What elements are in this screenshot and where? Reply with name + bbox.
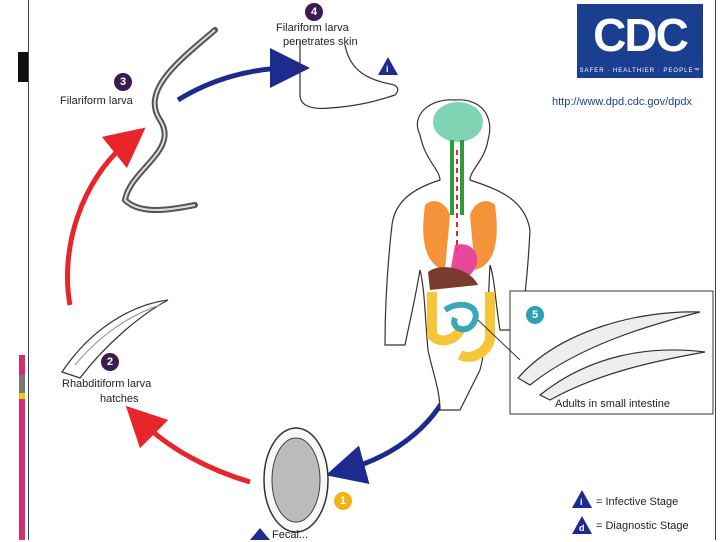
inset-pointer-line (477, 319, 521, 361)
stage-3-badge: 3 (114, 73, 132, 91)
legend-diagnostic-label: = Diagnostic Stage (596, 520, 689, 532)
brain-icon (433, 102, 483, 142)
legend-diagnostic-letter: d (579, 523, 585, 533)
foot-icon (299, 40, 399, 110)
large-intestine-icon (427, 292, 495, 362)
stage-1-label: Fecal... (272, 529, 309, 541)
left-marker-yellow (19, 393, 25, 399)
left-border-line (28, 0, 29, 540)
lungs-icon (423, 201, 497, 270)
legend-infective-letter: i (580, 497, 583, 507)
legend-diagnostic-icon (572, 516, 592, 534)
source-url: http://www.dpd.cdc.gov/dpdx (552, 96, 693, 108)
liver-icon (428, 267, 478, 290)
left-marker-gray (19, 375, 25, 393)
cdc-logo-text: CDC (593, 9, 689, 61)
cdc-tagline: SAFER · HEALTHIER · PEOPLE™ (579, 68, 701, 74)
infective-marker-letter: i (386, 64, 389, 74)
stage-4-label-line2: penetrates skin (283, 36, 358, 48)
stage-2-label-line1: Rhabditiform larva (62, 378, 152, 390)
arrow-3-to-4 (176, 48, 310, 103)
stage-4-badge: 4 (305, 3, 323, 21)
infective-marker-icon (378, 57, 398, 75)
stage-3-label: Filariform larva (60, 95, 133, 107)
legend-infective-label: = Infective Stage (596, 496, 679, 508)
cdc-logo: CDC SAFER · HEALTHIER · PEOPLE™ (577, 4, 703, 78)
stage-2-badge: 2 (101, 353, 119, 371)
trachea-icon (450, 140, 464, 215)
filariform-larva-icon (121, 27, 218, 213)
stage-5-badge: 5 (526, 306, 544, 324)
small-intestine-icon (443, 301, 479, 333)
legend-infective-icon (572, 490, 592, 508)
left-marker-black (18, 52, 28, 82)
stage-5-label: Adults in small intestine (555, 398, 670, 410)
stage-4-label-line1: Filariform larva (276, 22, 349, 34)
arrow-2-to-3 (65, 127, 146, 306)
stage-1-badge: 1 (334, 492, 352, 510)
right-border-line (715, 0, 716, 540)
diagnostic-marker-icon (250, 528, 270, 540)
left-marker-pink (19, 355, 25, 540)
adult-worm-icon (517, 311, 701, 386)
stage-2-label-line2: hatches (100, 393, 139, 405)
arrow-1-to-2 (125, 405, 251, 485)
rhabditiform-larva-icon (61, 299, 169, 379)
